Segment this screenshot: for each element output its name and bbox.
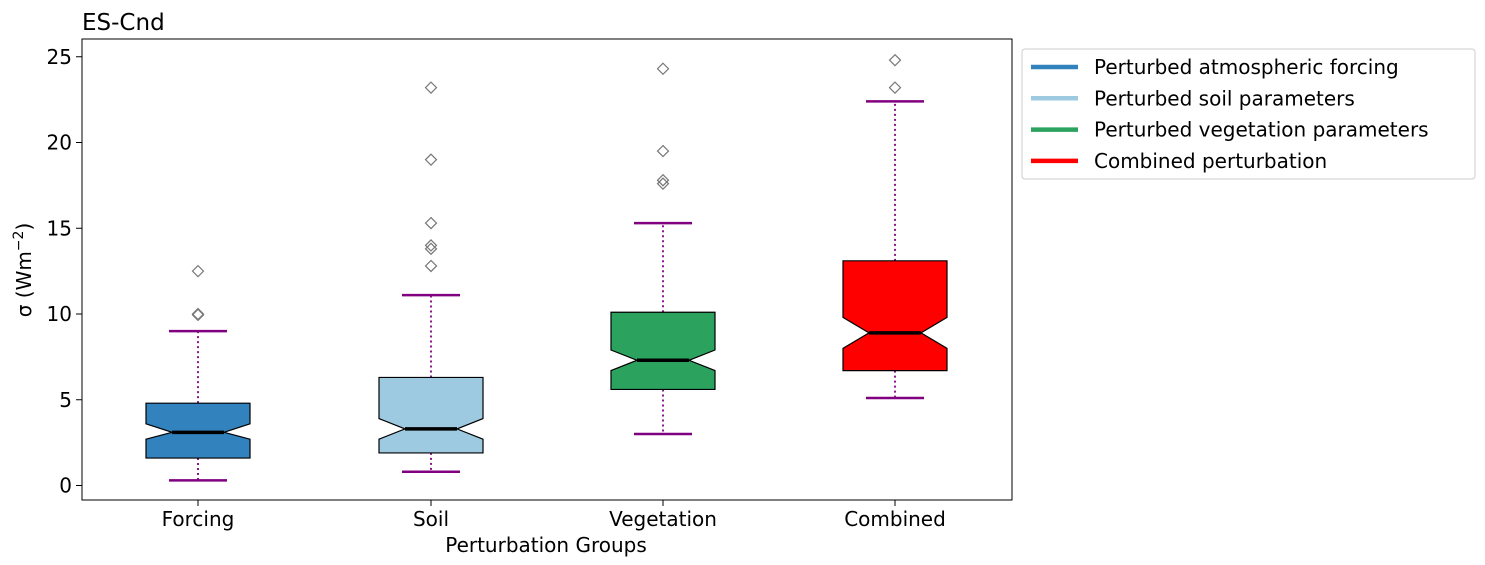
legend-frame	[1021, 48, 1476, 180]
box-body	[378, 376, 484, 454]
box-group-soil: Soil	[378, 81, 484, 531]
outlier-point	[888, 53, 902, 67]
outlier-point	[656, 62, 670, 76]
outlier-point	[888, 81, 902, 94]
box-group-vegetation: Vegetation	[609, 62, 717, 531]
x-axis-label: Perturbation Groups	[445, 533, 647, 557]
box-body	[610, 311, 716, 391]
x-tick-label: Combined	[844, 507, 946, 531]
outlier-point	[424, 216, 438, 230]
outlier-point	[656, 144, 670, 158]
legend-label: Perturbed atmospheric forcing	[1094, 55, 1399, 79]
outlier-point	[424, 81, 438, 94]
legend-label: Combined perturbation	[1094, 149, 1327, 173]
outlier-point	[424, 242, 438, 256]
y-tick-label: 0	[59, 474, 72, 498]
outlier-point	[656, 177, 670, 191]
outlier-point	[424, 239, 438, 252]
box-group-combined: Combined	[842, 53, 948, 531]
plot-frame	[81, 38, 1013, 501]
chart-title: ES-Cnd	[82, 10, 165, 36]
y-axis-label-text: σ (Wm	[12, 251, 36, 317]
outlier-point	[191, 264, 205, 278]
box-group-forcing: Forcing	[145, 264, 251, 531]
x-tick-label: Soil	[413, 507, 449, 531]
outlier-point	[656, 173, 670, 187]
y-axis-label-close: )	[12, 223, 36, 231]
outlier-point	[191, 308, 205, 322]
legend-label: Perturbed vegetation parameters	[1094, 118, 1429, 142]
y-tick-label: 5	[59, 388, 72, 412]
y-tick-label: 25	[47, 45, 72, 69]
y-tick-label: 20	[47, 131, 72, 155]
outlier-point	[424, 259, 438, 273]
y-tick-label: 15	[47, 216, 72, 240]
x-tick-label: Vegetation	[609, 507, 717, 531]
legend-label: Perturbed soil parameters	[1094, 86, 1355, 110]
outlier-point	[424, 153, 438, 166]
y-axis-label-superscript: −2	[11, 231, 27, 252]
y-axis-label: σ (Wm−2)	[11, 223, 36, 318]
x-tick-label: Forcing	[162, 507, 235, 531]
outlier-point	[191, 307, 205, 321]
box-body	[842, 260, 948, 372]
y-tick-label: 10	[47, 302, 72, 326]
